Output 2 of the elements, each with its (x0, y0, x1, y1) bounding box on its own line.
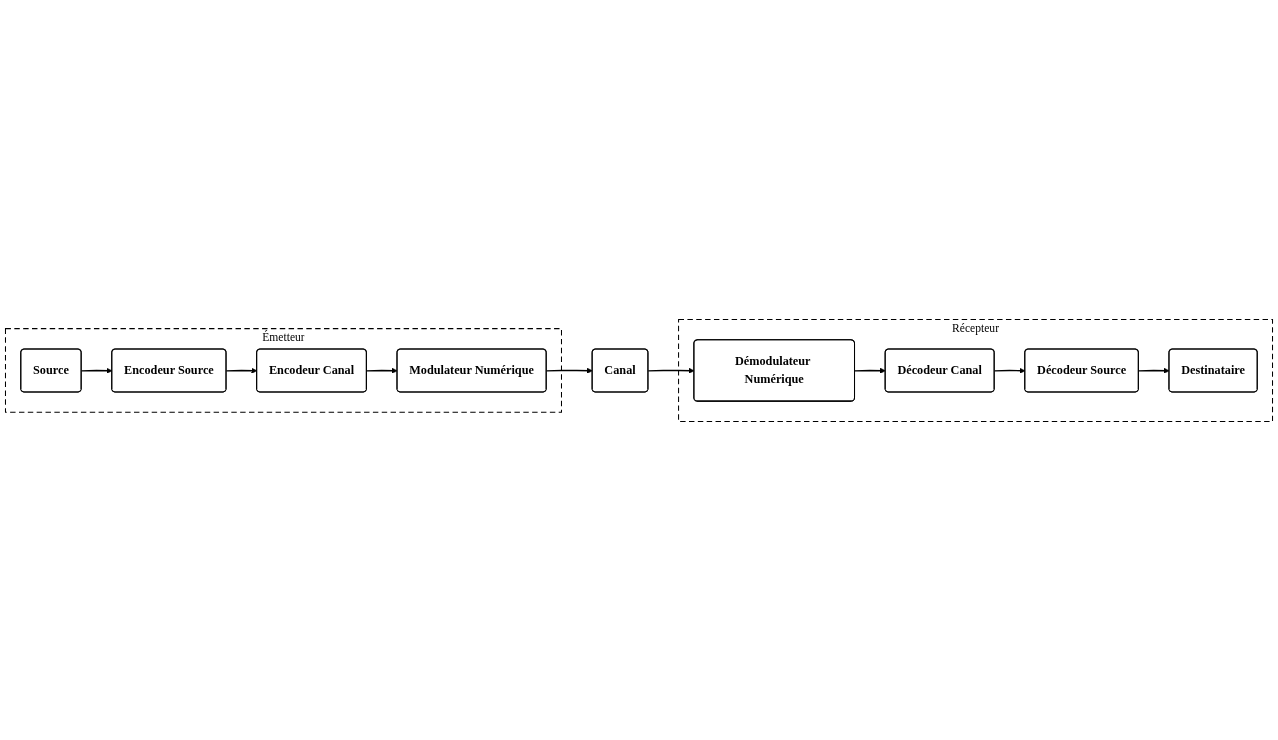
arrow (366, 367, 398, 374)
arrow (854, 367, 886, 374)
